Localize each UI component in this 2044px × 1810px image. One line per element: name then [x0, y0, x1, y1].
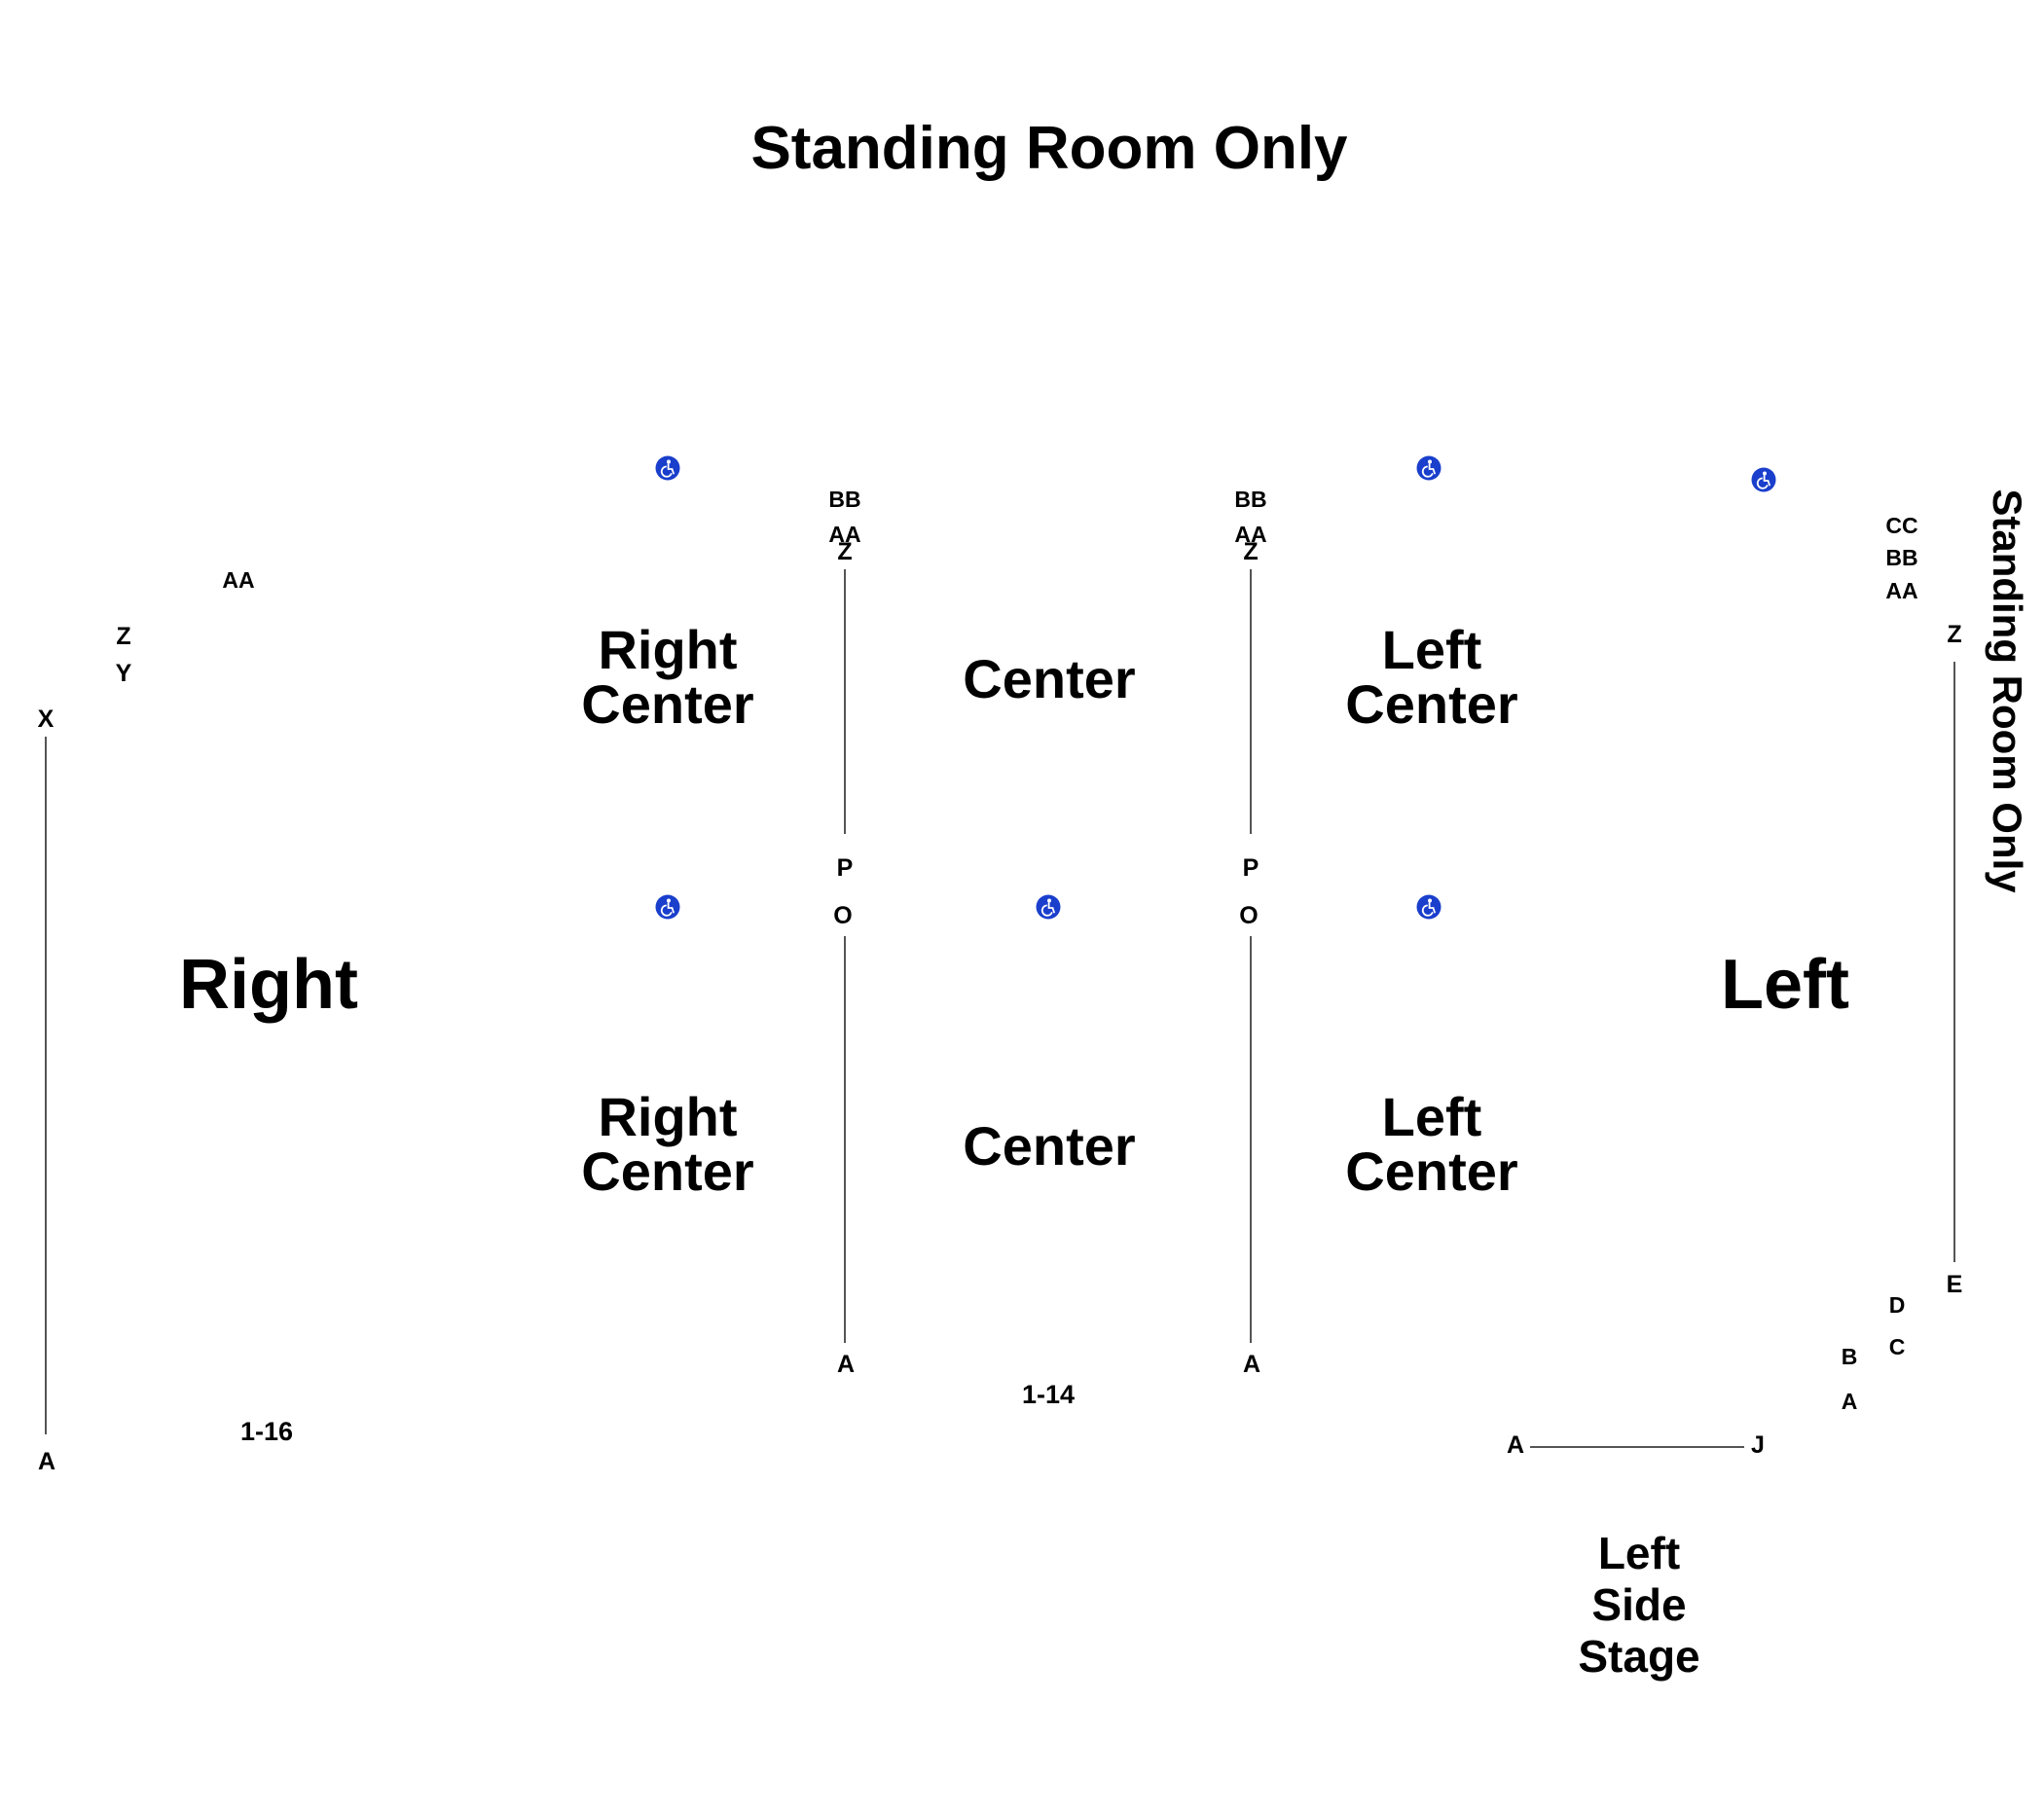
row-label-p: P — [836, 854, 854, 882]
row-label-bb: BB — [828, 487, 861, 512]
section-label-line1: Right — [598, 1086, 738, 1147]
row-label-aa: AA — [222, 567, 255, 593]
section-label-line2: Center — [1345, 673, 1518, 735]
row-label-z: Z — [1947, 621, 1962, 648]
row-label-aa: AA — [828, 522, 861, 547]
row-label-cc: CC — [1885, 513, 1918, 538]
row-label-bb: BB — [1885, 545, 1918, 570]
section-upper-left-center[interactable]: Left Center — [1345, 623, 1517, 732]
wheelchair-accessible-icon[interactable] — [1416, 455, 1442, 481]
row-label-c: C — [1888, 1334, 1906, 1359]
section-lower-left-center[interactable]: Left Center — [1345, 1090, 1517, 1199]
row-label-a: A — [37, 1448, 56, 1475]
row-label-d: D — [1888, 1292, 1906, 1318]
title-standing-room-only: Standing Room Only — [750, 115, 1348, 182]
side-title-standing-room-only: Standing Room Only — [1985, 489, 2030, 893]
row-range-line — [844, 569, 846, 834]
row-label-b: B — [1841, 1344, 1858, 1369]
row-label-e: E — [1946, 1271, 1963, 1298]
seat-range-right: 1-16 — [239, 1417, 294, 1446]
section-label-line1: Left — [1381, 1086, 1482, 1147]
row-range-line — [45, 737, 47, 1434]
seat-range-center: 1-14 — [1021, 1380, 1076, 1409]
wheelchair-accessible-icon[interactable] — [1036, 894, 1061, 920]
section-upper-right-center[interactable]: Right Center — [581, 623, 753, 732]
section-right[interactable]: Right — [179, 946, 358, 1024]
row-range-line — [1250, 569, 1252, 834]
wheelchair-accessible-icon[interactable] — [1416, 894, 1442, 920]
row-label-a: A — [1506, 1431, 1525, 1459]
row-range-line — [844, 936, 846, 1343]
section-label-line2: Side — [1591, 1579, 1687, 1630]
row-label-aa: AA — [1885, 578, 1918, 603]
wheelchair-accessible-icon[interactable] — [655, 455, 680, 481]
section-label-line3: Stage — [1578, 1631, 1700, 1682]
section-label-line1: Left — [1597, 1528, 1681, 1578]
section-label-line2: Center — [581, 1140, 754, 1202]
row-range-line — [1953, 662, 1955, 1262]
row-label-a: A — [1841, 1389, 1858, 1414]
row-label-z: Z — [116, 623, 131, 650]
wheelchair-accessible-icon[interactable] — [1751, 467, 1776, 492]
row-label-aa: AA — [1234, 522, 1267, 547]
row-label-bb: BB — [1234, 487, 1267, 512]
row-label-j: J — [1751, 1431, 1765, 1459]
row-label-o: O — [833, 902, 853, 929]
section-label-line2: Center — [581, 673, 754, 735]
row-label-z: Z — [837, 538, 853, 565]
row-label-x: X — [37, 706, 55, 733]
section-label-line2: Center — [1345, 1140, 1518, 1202]
section-lower-right-center[interactable]: Right Center — [581, 1090, 753, 1199]
row-label-p: P — [1242, 854, 1259, 882]
row-range-line — [1250, 936, 1252, 1343]
section-lower-center[interactable]: Center — [963, 1115, 1136, 1176]
section-label-line1: Right — [598, 619, 738, 680]
section-label-line1: Left — [1381, 619, 1482, 680]
row-label-y: Y — [115, 660, 132, 687]
row-label-o: O — [1239, 902, 1259, 929]
section-left-side-stage[interactable]: Left Side Stage — [1578, 1528, 1699, 1683]
row-label-z: Z — [1243, 538, 1259, 565]
section-left[interactable]: Left — [1721, 946, 1849, 1024]
row-label-a: A — [1242, 1351, 1261, 1378]
wheelchair-accessible-icon[interactable] — [655, 894, 680, 920]
section-upper-center[interactable]: Center — [963, 648, 1136, 709]
row-label-a: A — [836, 1351, 856, 1378]
row-range-line — [1530, 1446, 1744, 1448]
